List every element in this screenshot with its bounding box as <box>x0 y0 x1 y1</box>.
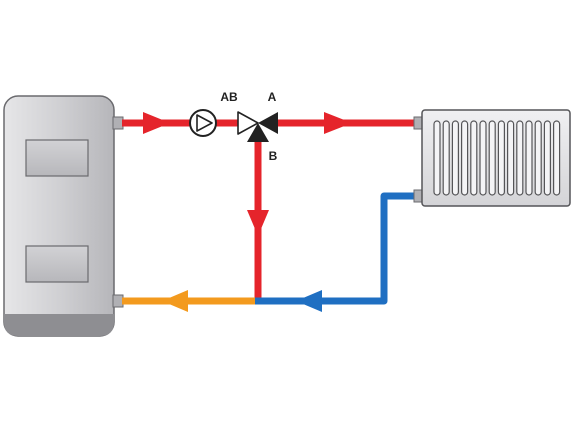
valve-port-b-triangle <box>247 123 269 142</box>
radiator-fin <box>451 120 459 196</box>
flow-arrow-icon <box>162 290 188 312</box>
boiler-panel-top <box>25 139 89 177</box>
radiator-fin <box>525 120 533 196</box>
valve-port-a-triangle <box>258 112 278 134</box>
radiator-fin <box>442 120 450 196</box>
radiator-fin <box>507 120 515 196</box>
radiator-fin <box>479 120 487 196</box>
radiator-fin <box>433 120 441 196</box>
radiator-fin <box>516 120 524 196</box>
valve-port-b-label: B <box>269 149 278 163</box>
pump-icon <box>189 109 217 137</box>
radiator-fin <box>461 120 469 196</box>
flow-arrow-icon <box>143 112 170 134</box>
radiator-fins <box>433 120 561 196</box>
three-way-valve-icon <box>237 111 278 142</box>
radiator-fin <box>543 120 552 196</box>
boiler-inlet-stub <box>112 294 124 308</box>
flow-arrows <box>143 112 352 312</box>
flow-arrow-icon <box>296 290 322 312</box>
radiator-fin <box>488 120 496 196</box>
valve-port-a-label: A <box>268 90 277 104</box>
boiler-panel-bottom <box>25 245 89 283</box>
radiator-fin <box>534 120 542 196</box>
radiator-fin <box>552 120 561 196</box>
flow-arrow-icon <box>247 210 269 236</box>
radiator-icon <box>413 109 571 207</box>
boiler-outlet-stub <box>112 116 124 130</box>
valve-port-ab-triangle <box>237 111 259 135</box>
radiator-fin <box>497 120 505 196</box>
return-pipe-radiator <box>254 192 420 305</box>
radiator-fin <box>470 120 478 196</box>
flow-arrow-icon <box>324 112 352 134</box>
boiler-icon <box>3 95 124 337</box>
valve-port-ab-label: AB <box>220 90 238 104</box>
